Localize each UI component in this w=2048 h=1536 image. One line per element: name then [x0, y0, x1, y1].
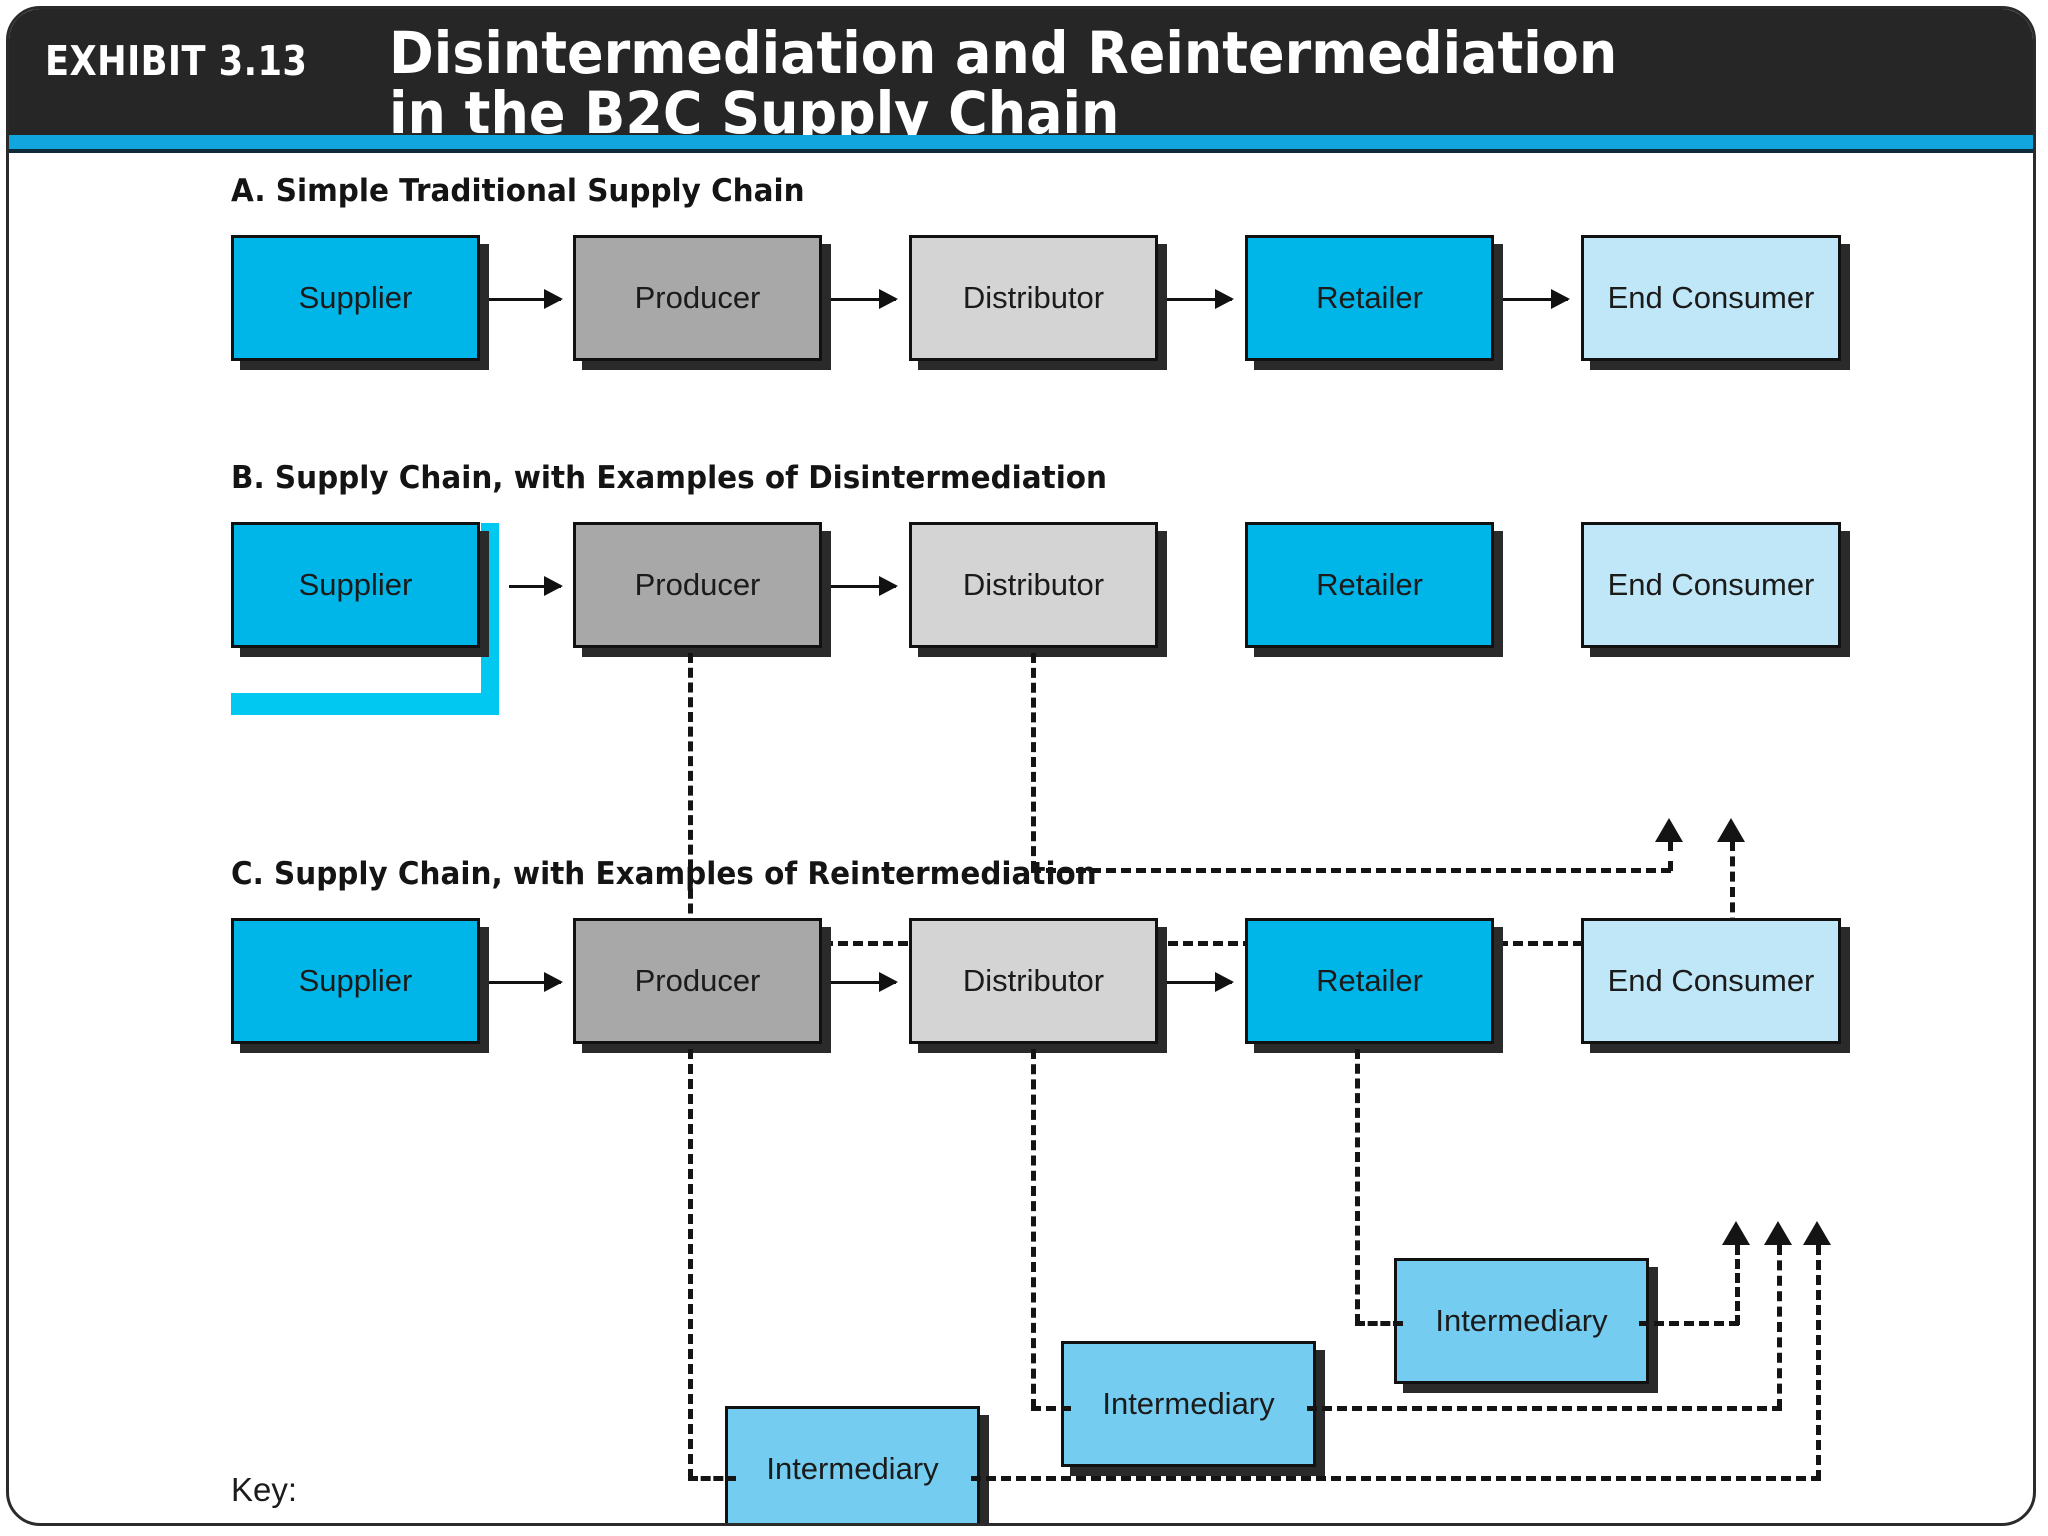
route-b-distributor-up — [1668, 841, 1673, 871]
node-c-end-consumer: End Consumer — [1581, 918, 1841, 1044]
arrow-a-producer-distributor — [831, 289, 898, 309]
supplier-bleed-b-right — [481, 523, 499, 715]
route-c-distributor-to-int2 — [1031, 1406, 1071, 1411]
node-c-supplier: Supplier — [231, 918, 480, 1044]
route-c-int2-across — [1307, 1406, 1782, 1411]
exhibit-title-line2: in the B2C Supply Chain — [389, 79, 1120, 147]
node-a-supplier: Supplier — [231, 235, 480, 361]
route-c-int2-up — [1777, 1245, 1782, 1409]
supplier-bleed-b — [231, 693, 499, 715]
node-c-intermediary-2: Intermediary — [1061, 1341, 1316, 1467]
node-b-end-consumer: End Consumer — [1581, 522, 1841, 648]
arrow-a-retailer-consumer — [1503, 289, 1570, 309]
arrow-a-supplier-producer — [489, 289, 563, 309]
arrow-a-distributor-retailer — [1167, 289, 1234, 309]
route-c-int1-across — [971, 1476, 1821, 1481]
route-c-retailer-to-int3 — [1355, 1321, 1403, 1326]
route-b-distributor-arrowhead — [1655, 818, 1683, 842]
arrow-b-supplier-producer — [509, 576, 563, 596]
route-b-producer-across — [688, 941, 1733, 946]
node-c-producer: Producer — [573, 918, 822, 1044]
route-c-int1-up — [1816, 1245, 1821, 1480]
route-b-producer-arrowhead — [1717, 818, 1745, 842]
route-c-retailer-down — [1355, 1049, 1360, 1324]
route-c-int1-arrowhead — [1803, 1221, 1831, 1245]
route-c-int3-arrowhead — [1722, 1221, 1750, 1245]
exhibit-title-line1: Disintermediation and Reintermediation — [389, 19, 1618, 87]
node-a-retailer: Retailer — [1245, 235, 1494, 361]
arrow-c-producer-distributor — [831, 972, 898, 992]
node-a-producer: Producer — [573, 235, 822, 361]
route-c-producer-down — [688, 1049, 693, 1479]
exhibit-card: EXHIBIT 3.13 Disintermediation and Reint… — [6, 6, 2036, 1526]
route-c-producer-to-int1 — [688, 1476, 736, 1481]
arrow-c-supplier-producer — [489, 972, 563, 992]
route-b-producer-up — [1730, 841, 1735, 943]
section-b-title: B. Supply Chain, with Examples of Disint… — [231, 460, 1108, 496]
node-b-supplier: Supplier — [231, 522, 480, 648]
section-c-title: C. Supply Chain, with Examples of Reinte… — [231, 856, 1097, 892]
node-b-producer: Producer — [573, 522, 822, 648]
key-title: Key: — [231, 1471, 298, 1508]
node-a-distributor: Distributor — [909, 235, 1158, 361]
route-b-distributor-across — [1031, 868, 1671, 873]
route-b-distributor-down — [1031, 653, 1036, 871]
arrow-c-distributor-retailer — [1167, 972, 1234, 992]
route-c-int2-arrowhead — [1764, 1221, 1792, 1245]
route-c-int3-across — [1639, 1321, 1739, 1326]
header-accent-rule — [9, 135, 2033, 149]
arrow-b-producer-distributor — [831, 576, 898, 596]
node-c-distributor: Distributor — [909, 918, 1158, 1044]
route-c-distributor-down — [1031, 1049, 1036, 1409]
diagram-canvas: A. Simple Traditional Supply Chain Suppl… — [9, 153, 2033, 1523]
node-c-intermediary-1: Intermediary — [725, 1406, 980, 1523]
node-c-intermediary-3: Intermediary — [1394, 1258, 1649, 1384]
route-c-int3-up — [1735, 1245, 1740, 1325]
route-b-producer-down — [688, 653, 693, 943]
node-b-distributor: Distributor — [909, 522, 1158, 648]
node-a-end-consumer: End Consumer — [1581, 235, 1841, 361]
section-a-title: A. Simple Traditional Supply Chain — [231, 173, 805, 209]
node-b-retailer: Retailer — [1245, 522, 1494, 648]
exhibit-header — [9, 9, 2033, 135]
header-accent-rule-dark — [9, 149, 2033, 153]
exhibit-title: Disintermediation and Reintermediation i… — [389, 23, 1784, 143]
exhibit-number: EXHIBIT 3.13 — [45, 37, 308, 85]
node-c-retailer: Retailer — [1245, 918, 1494, 1044]
